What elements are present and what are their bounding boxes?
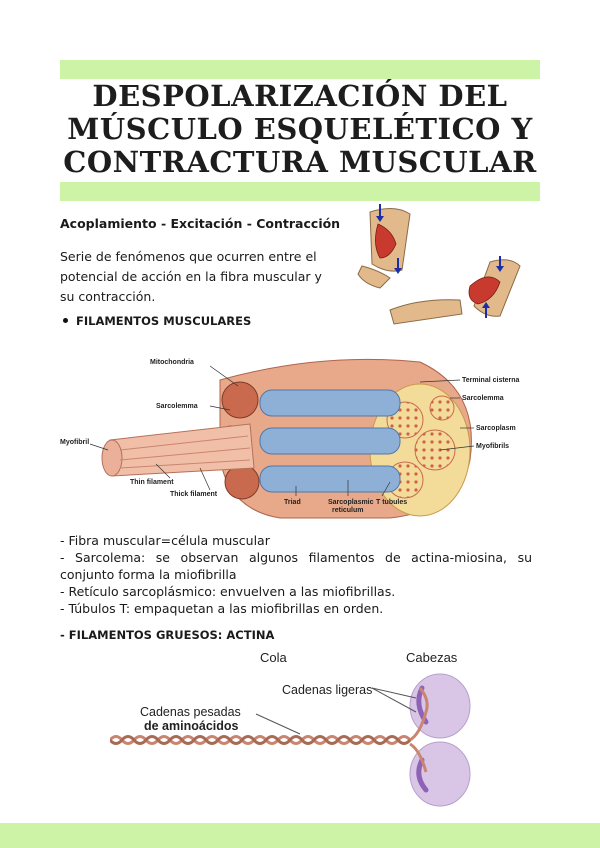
title-line-1: DESPOLARIZACIÓN DEL <box>92 79 508 113</box>
page-title: DESPOLARIZACIÓN DEL MÚSCULO ESQUELÉTICO … <box>40 80 560 179</box>
label-cadenas-ligeras: Cadenas ligeras <box>282 683 372 697</box>
label-cabezas: Cabezas <box>406 650 458 665</box>
label-t-tubules: T tubules <box>376 499 407 506</box>
section-subtitle: Acoplamiento - Excitación - Contracción <box>60 216 341 231</box>
myosin-molecule-diagram: Cola Cabezas Cadenas ligeras Cadenas pes… <box>110 650 471 807</box>
header-band-top <box>60 60 540 79</box>
label-sarcoplasmic-1: Sarcoplasmic <box>328 499 374 506</box>
filamentos-heading: FILAMENTOS MUSCULARES <box>60 314 251 328</box>
label-myofibril: Myofibril <box>60 439 89 446</box>
muscle-fiber-diagram: Mitochondria Sarcolemma Myofibril Thin f… <box>60 358 520 519</box>
arm-contraction-illustration <box>357 204 521 325</box>
footer-band <box>0 823 600 848</box>
fiber-description-list: - Fibra muscular=célula muscular - Sarco… <box>60 532 532 617</box>
list-item: - Túbulos T: empaquetan a las miofibrill… <box>60 601 384 616</box>
list-item: - Fibra muscular=célula muscular <box>60 533 270 548</box>
label-sarcolemma-right: Sarcolemma <box>462 395 504 402</box>
intro-paragraph: Serie de fenómenos que ocurren entre el … <box>60 249 322 304</box>
label-myofibrils: Myofibrils <box>476 443 509 450</box>
list-item: - Sarcolema: se observan algunos filamen… <box>60 550 532 582</box>
label-cadenas-pesadas: Cadenas pesadas <box>140 705 241 719</box>
label-mitochondria: Mitochondria <box>150 359 194 366</box>
label-thin-filament: Thin filament <box>130 479 174 486</box>
label-sarcoplasm: Sarcoplasm <box>476 425 516 432</box>
list-item: - Retículo sarcoplásmico: envuelven a la… <box>60 584 396 599</box>
title-line-2: MÚSCULO ESQUELÉTICO Y <box>67 112 533 146</box>
label-cola: Cola <box>260 650 288 665</box>
bullet-dot-icon <box>63 318 68 323</box>
filamentos-heading-text: FILAMENTOS MUSCULARES <box>76 314 252 328</box>
label-terminal-cisterna: Terminal cisterna <box>462 377 520 384</box>
title-line-3: CONTRACTURA MUSCULAR <box>63 145 537 179</box>
label-triad: Triad <box>284 499 301 506</box>
label-sarcolemma-left: Sarcolemma <box>156 403 198 410</box>
label-sarcoplasmic-2: reticulum <box>332 507 364 514</box>
actina-heading: - FILAMENTOS GRUESOS: ACTINA <box>60 628 275 642</box>
label-aminoacidos: de aminoácidos <box>144 719 239 733</box>
header-band-bottom <box>60 182 540 201</box>
label-thick-filament: Thick filament <box>170 491 218 498</box>
